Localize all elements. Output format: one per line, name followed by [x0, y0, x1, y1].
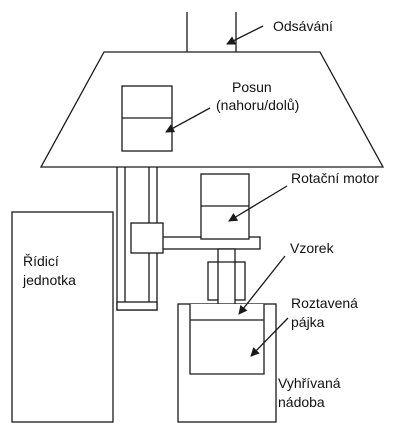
suction-arrow	[226, 25, 264, 45]
label-suction: Odsávání	[273, 18, 333, 34]
label-control-line1: Řídicí	[23, 253, 59, 269]
molten-solder-arrow	[250, 317, 289, 357]
label-feed-line2: (nahoru/dolů)	[216, 97, 299, 113]
rotary-motor-arrow	[228, 185, 288, 222]
sample-arrow	[238, 255, 286, 315]
label-heated-line1: Vyhřívaná	[278, 375, 341, 391]
label-control-line2: jednotka	[22, 272, 76, 288]
label-molten-line2: pájka	[291, 314, 325, 330]
label-sample: Vzorek	[290, 240, 335, 256]
label-feed-line1: Posun	[232, 79, 272, 95]
extraction-hood	[39, 51, 385, 168]
feed-arrow	[165, 107, 211, 133]
label-rotary-motor: Rotační motor	[291, 170, 379, 186]
sliding-carriage	[130, 222, 164, 254]
label-heated-line2: nádoba	[278, 394, 325, 410]
label-molten-line1: Roztavená	[291, 295, 358, 311]
guide-column-base-plate	[116, 301, 158, 311]
heated-vessel-inner	[189, 304, 265, 375]
control-unit-box	[11, 211, 114, 423]
